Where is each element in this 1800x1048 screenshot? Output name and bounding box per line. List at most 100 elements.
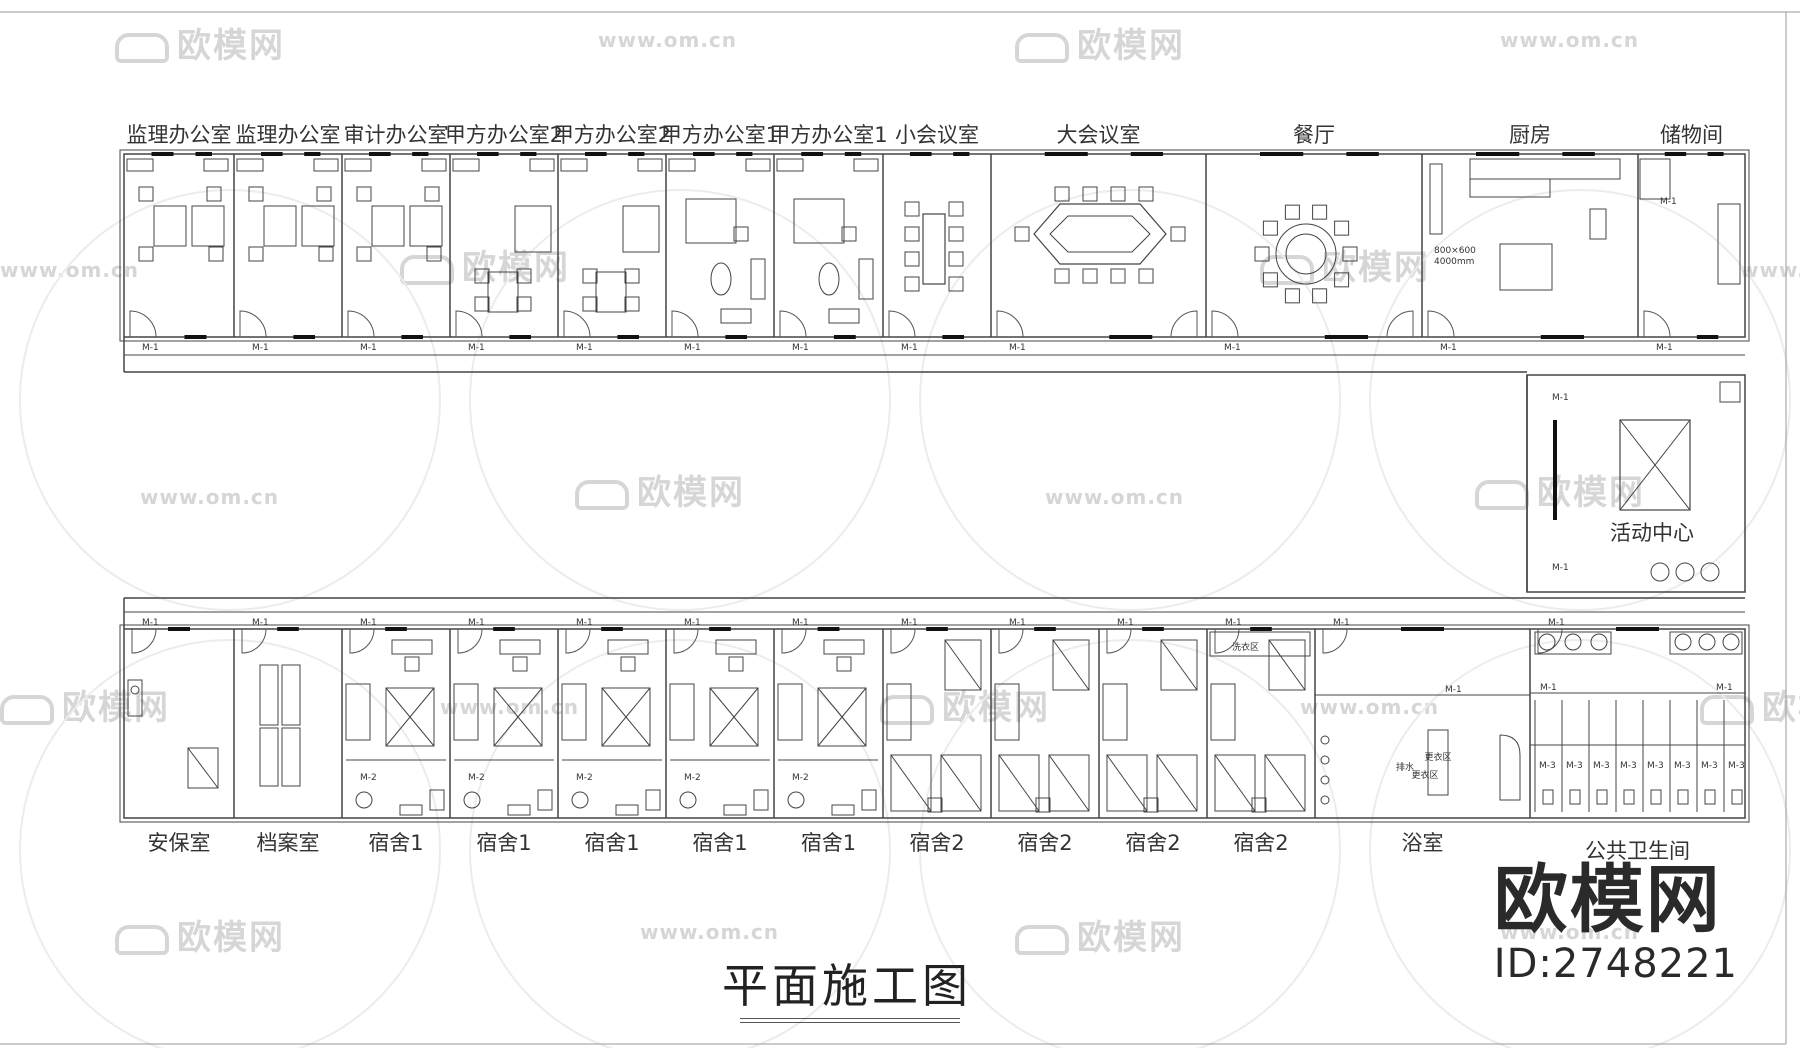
desk xyxy=(607,639,649,655)
bunk-bed xyxy=(1106,754,1148,812)
bunk-bed xyxy=(940,754,982,812)
chair xyxy=(1342,246,1358,262)
room-label-top-10: 厨房 xyxy=(1509,123,1551,147)
chair xyxy=(516,296,532,312)
round-dining-table xyxy=(1275,223,1337,285)
door-top-6 xyxy=(779,310,807,338)
chair xyxy=(948,251,964,267)
washbasin xyxy=(399,804,423,816)
door-tag: M-2 xyxy=(468,773,485,783)
bottom-block-outer-wall xyxy=(119,624,1750,823)
cabinet xyxy=(421,158,447,172)
door-bottom-3 xyxy=(457,628,483,654)
chair xyxy=(836,656,852,672)
billiard-table xyxy=(1619,419,1691,511)
washbasin xyxy=(507,804,531,816)
door-swing xyxy=(671,310,699,338)
door-tag: M-1 xyxy=(1660,197,1677,207)
door-swing xyxy=(1214,628,1240,654)
door-tag: M-1 xyxy=(1548,618,1565,628)
bunk-bed xyxy=(1160,639,1198,691)
cabinet xyxy=(853,158,879,172)
door-bottom-8 xyxy=(998,628,1024,654)
bed-hatch xyxy=(1264,754,1306,812)
basin xyxy=(1538,633,1556,651)
door-tag: M-1 xyxy=(468,618,485,628)
basin xyxy=(1722,633,1740,651)
chair xyxy=(1334,220,1350,236)
cabinet xyxy=(745,158,771,172)
cabinet xyxy=(344,158,372,172)
door-bottom-4 xyxy=(565,628,591,654)
chair xyxy=(138,186,154,202)
chair xyxy=(516,268,532,284)
nightstand xyxy=(1251,797,1267,813)
door-tag: M-1 xyxy=(1552,563,1569,573)
bunk-bed xyxy=(1264,754,1306,812)
chair xyxy=(208,246,224,262)
door-top-7 xyxy=(888,310,916,338)
bunk-bed xyxy=(944,639,982,691)
wardrobe xyxy=(886,683,912,741)
coffee-table xyxy=(710,262,732,296)
bunk-bed xyxy=(998,754,1040,812)
cabinet xyxy=(560,158,588,172)
chair xyxy=(1262,272,1278,288)
cabinet xyxy=(529,158,555,172)
door-swing xyxy=(1322,628,1348,654)
door-tag: M-1 xyxy=(1225,618,1242,628)
armchair xyxy=(733,226,749,242)
cabinet xyxy=(126,158,154,172)
chair xyxy=(474,268,490,284)
door-bottom-6 xyxy=(781,628,807,654)
door-tag: M-1 xyxy=(1540,683,1557,693)
cabinet xyxy=(452,158,480,172)
laundry-zone xyxy=(1209,631,1311,657)
door-swing xyxy=(1170,310,1198,338)
bed-hatch xyxy=(1160,639,1198,691)
desk xyxy=(153,205,187,247)
door-tag: M-1 xyxy=(1716,683,1733,693)
door-bottom-10 xyxy=(1214,628,1240,654)
bottom-block-outline xyxy=(123,628,1746,819)
chair xyxy=(1254,246,1270,262)
bunk-bed xyxy=(1268,639,1306,691)
wardrobe xyxy=(453,683,479,741)
door-top-extra xyxy=(1170,310,1198,338)
nightstand xyxy=(1035,797,1051,813)
chair xyxy=(728,656,744,672)
watermark-circle xyxy=(1369,639,1791,1048)
door-swing xyxy=(347,310,375,338)
double-bed xyxy=(385,687,435,747)
door-bottom-2 xyxy=(349,628,375,654)
bunk-bed xyxy=(890,754,932,812)
desk xyxy=(823,639,865,655)
bench-curve xyxy=(1499,734,1521,801)
bed-hatch xyxy=(944,639,982,691)
toilet xyxy=(1704,789,1716,805)
door-tag: M-3 xyxy=(1674,761,1691,771)
door-bottom-9 xyxy=(1106,628,1132,654)
kitchen-note: 800×600 xyxy=(1434,246,1476,256)
toilet xyxy=(645,789,661,811)
bed-hatch xyxy=(998,754,1040,812)
basin xyxy=(1674,633,1692,651)
bed-hatch xyxy=(385,687,435,747)
chair xyxy=(138,246,154,262)
chair xyxy=(620,656,636,672)
desk xyxy=(191,205,225,247)
door-tag: M-3 xyxy=(1620,761,1637,771)
door-tag: M-1 xyxy=(792,343,809,353)
desk xyxy=(409,205,443,247)
door-swing xyxy=(241,628,267,654)
door-swing xyxy=(1643,310,1671,338)
toilet xyxy=(753,789,769,811)
shelf xyxy=(1429,163,1443,235)
wardrobe xyxy=(669,683,695,741)
wardrobe xyxy=(1210,683,1236,741)
door-top-2 xyxy=(347,310,375,338)
chair xyxy=(1170,226,1186,242)
toilet xyxy=(1650,789,1662,805)
vanity xyxy=(1534,631,1612,655)
small-meeting-table xyxy=(922,213,946,285)
